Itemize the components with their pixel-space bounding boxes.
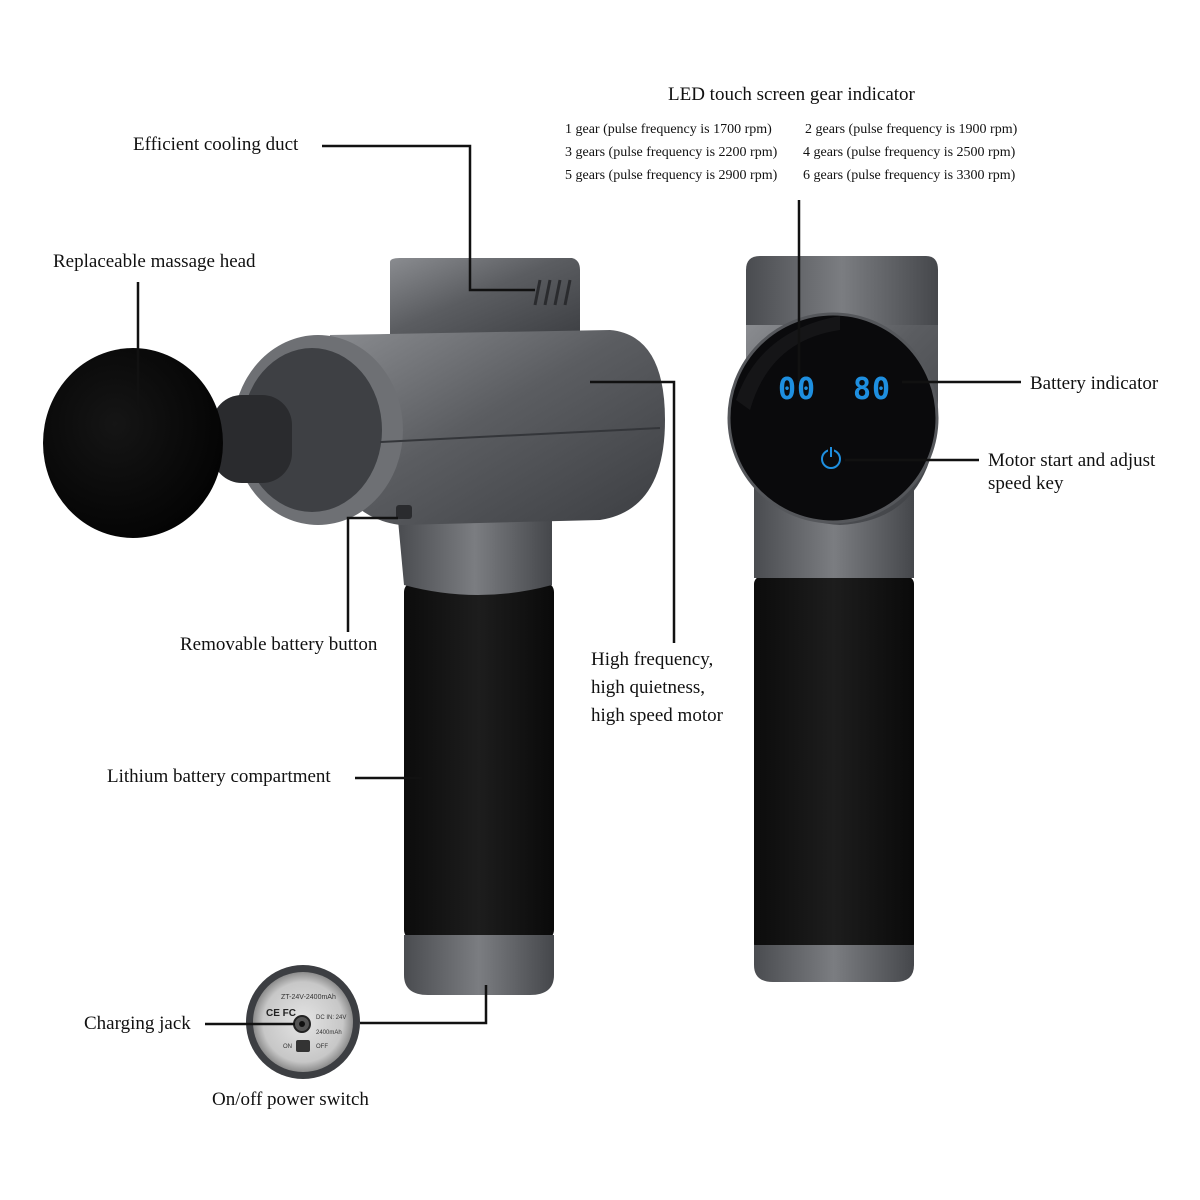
label-cooling-duct: Efficient cooling duct: [133, 134, 299, 155]
label-power-switch: On/off power switch: [212, 1089, 369, 1110]
label-battery-button: Removable battery button: [180, 634, 378, 655]
battery-readout: 80: [853, 372, 892, 407]
label-massage-head: Replaceable massage head: [53, 251, 256, 272]
massage-head: [43, 348, 223, 538]
gear-readout: 00: [778, 372, 817, 407]
gear-3: 3 gears (pulse frequency is 2200 rpm): [565, 145, 778, 160]
gear-1: 1 gear (pulse frequency is 1700 rpm): [565, 122, 772, 137]
gear-5: 5 gears (pulse frequency is 2900 rpm): [565, 168, 778, 183]
callout-lines: [136, 144, 1021, 1026]
side-view-device: [43, 258, 665, 995]
line-motor: [590, 380, 676, 643]
cap-model-text: ZT-24V-2400mAh: [281, 994, 336, 1001]
cap-capacity-text: 2400mAh: [316, 1030, 342, 1036]
charging-port-pin: [299, 1021, 305, 1027]
gear-6: 6 gears (pulse frequency is 3300 rpm): [803, 168, 1016, 183]
cap-closeup: [246, 965, 360, 1079]
label-motor-3: high speed motor: [591, 705, 723, 726]
label-motor-1: High frequency,: [591, 649, 714, 670]
cap-marks: CE FC: [266, 1008, 296, 1019]
bottom-cap: [404, 935, 554, 995]
cooling-vents: [533, 279, 572, 306]
cap-off-label: OFF: [316, 1044, 328, 1050]
handle-neck: [398, 520, 552, 595]
power-switch: [296, 1040, 310, 1052]
battery-release-button: [396, 505, 412, 519]
gear-2: 2 gears (pulse frequency is 1900 rpm): [805, 122, 1018, 137]
power-key-icon[interactable]: [821, 447, 841, 469]
battery-grip: [404, 582, 554, 940]
gear-indicator-title: LED touch screen gear indicator: [668, 84, 915, 105]
label-battery-indicator: Battery indicator: [1030, 373, 1159, 394]
rear-bottom-cap: [754, 945, 914, 982]
label-start-key-1: Motor start and adjust: [988, 450, 1156, 471]
back-view-device: [727, 256, 939, 982]
screen-glare: [736, 316, 840, 410]
label-battery-compartment: Lithium battery compartment: [107, 766, 331, 787]
label-start-key-2: speed key: [988, 473, 1064, 494]
body-seam: [379, 427, 661, 443]
gear-4: 4 gears (pulse frequency is 2500 rpm): [803, 145, 1016, 160]
massage-shaft: [212, 395, 292, 483]
rear-grip: [754, 576, 914, 952]
top-housing: [390, 258, 580, 340]
label-motor-2: high quietness,: [591, 677, 705, 698]
label-charging-jack: Charging jack: [84, 1013, 191, 1034]
line-bottom-cap: [360, 985, 488, 1025]
line-cooling-duct: [322, 144, 535, 292]
lcd-screen: [727, 312, 939, 524]
cap-on-label: ON: [283, 1044, 292, 1050]
cap-spec-text: DC IN: 24V: [316, 1015, 347, 1021]
main-body: [330, 330, 665, 525]
rear-top: [746, 256, 938, 330]
line-battery-button: [346, 516, 398, 632]
